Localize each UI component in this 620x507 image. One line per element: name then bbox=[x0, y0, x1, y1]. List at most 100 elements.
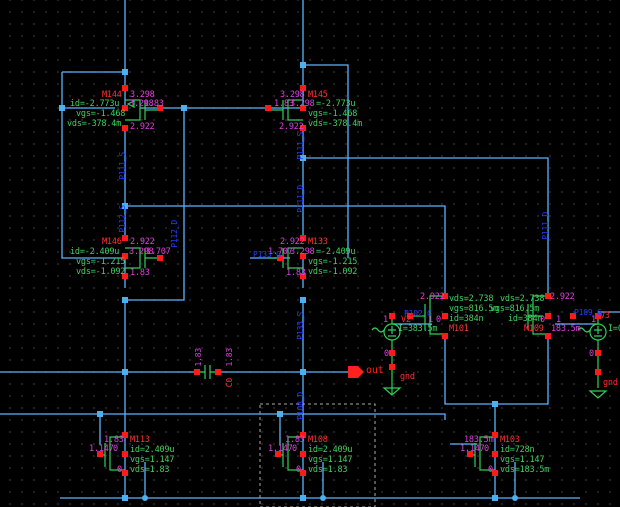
op-point-vds: vds=1.83 bbox=[308, 465, 348, 475]
op-point-vds: vds=1.83 bbox=[130, 465, 170, 475]
node-voltage: 1.147 bbox=[268, 444, 293, 454]
node-voltage: 183.5m bbox=[551, 324, 581, 334]
wire-bias-rail[interactable] bbox=[0, 413, 446, 445]
node-voltage: 0 bbox=[488, 465, 493, 475]
node-voltage: 0 bbox=[436, 315, 441, 325]
op-point-vgs: vgs=-1.215 bbox=[76, 257, 126, 267]
node-voltage: 2.922 bbox=[550, 292, 575, 302]
op-point-vds: vds=-1.092 bbox=[308, 267, 358, 277]
net-label[interactable]: P111_D bbox=[541, 212, 550, 240]
nmos-M109[interactable] bbox=[527, 295, 548, 335]
wire-gate-bias[interactable] bbox=[62, 107, 303, 301]
op-point-vgs: vgs=1.147 bbox=[500, 455, 545, 465]
op-point-vgs: vgs=816.5m bbox=[490, 304, 540, 314]
node-voltage: 1.83 bbox=[104, 435, 124, 445]
source-current: I=383.5m bbox=[398, 324, 438, 334]
node-voltage: 2.922 bbox=[280, 237, 305, 247]
op-point-vds: vds=-1.092 bbox=[76, 267, 126, 277]
node-voltage: 1.83 bbox=[285, 435, 305, 445]
output-pin-icon[interactable] bbox=[348, 366, 364, 378]
gnd-label: gnd bbox=[603, 378, 618, 388]
cap-voltage-left: 1.83 bbox=[194, 348, 203, 367]
op-point-id: id=384n bbox=[508, 314, 543, 324]
node-voltage: 1 bbox=[556, 315, 561, 325]
node-voltage: 3.298 bbox=[130, 90, 155, 100]
net-label[interactable]: P112_D bbox=[170, 220, 179, 248]
op-point-id: id=384n bbox=[449, 314, 484, 324]
net-label[interactable]: P133_S bbox=[296, 312, 305, 340]
net-label[interactable]: P111_D bbox=[296, 185, 305, 213]
op-point-vgs: vgs=816.5m bbox=[449, 304, 499, 314]
op-point-id: id=2.409u bbox=[130, 445, 175, 455]
cap-name-C0[interactable]: C0 bbox=[225, 378, 234, 388]
net-label[interactable]: P111_S bbox=[118, 152, 127, 180]
op-point-vds: vds=2.738 bbox=[500, 294, 545, 304]
node-voltage: 0 bbox=[292, 444, 297, 454]
op-point-id: id=728n bbox=[500, 445, 535, 455]
voltage-source-V3[interactable] bbox=[577, 316, 608, 399]
op-point-vds: vds=183.5m bbox=[500, 465, 550, 475]
node-voltage: 1.83 bbox=[144, 99, 164, 109]
node-voltage: 183.5m bbox=[464, 435, 494, 445]
node-voltage: 2.922 bbox=[279, 122, 304, 132]
gnd-label: gnd bbox=[400, 372, 415, 382]
node-voltage: 1.83 bbox=[274, 99, 294, 109]
node-voltage: 1 bbox=[428, 315, 433, 325]
node-voltage: 1.707 bbox=[268, 247, 293, 257]
node-voltage: 1.83 bbox=[130, 268, 150, 278]
net-label[interactable]: P112_S bbox=[118, 205, 127, 233]
ground-icon bbox=[382, 387, 402, 396]
source-name-V2[interactable]: V2 bbox=[401, 315, 411, 325]
node-voltage: 3.298 bbox=[290, 247, 315, 257]
device-pins bbox=[97, 85, 601, 476]
op-point-vds: vds=-378.4m bbox=[67, 119, 122, 129]
source-voltage: 0 bbox=[384, 349, 389, 359]
wire-mid-h[interactable] bbox=[125, 205, 446, 296]
op-point-vgs: vgs=-1.215 bbox=[308, 257, 358, 267]
wire-top-left-loop[interactable] bbox=[61, 71, 125, 259]
node-voltage: 2.922 bbox=[130, 122, 155, 132]
source-voltage: 1 bbox=[383, 315, 388, 325]
net-label[interactable]: P133_G bbox=[253, 250, 281, 259]
output-pin-label[interactable]: out bbox=[366, 365, 384, 376]
node-voltage: 0 bbox=[540, 315, 545, 325]
net-label[interactable]: P108_D bbox=[296, 392, 305, 420]
op-point-vgs: vgs=-1.468 bbox=[308, 109, 358, 119]
instance-name-M108[interactable]: M108 bbox=[308, 435, 328, 445]
source-voltage: 0 bbox=[589, 349, 594, 359]
cap-voltage-right: 1.83 bbox=[225, 348, 234, 367]
ground-icon bbox=[588, 390, 608, 399]
node-voltage: 3.298 bbox=[129, 99, 154, 109]
selection-box bbox=[259, 403, 376, 507]
instance-name-M144[interactable]: M144 bbox=[102, 90, 122, 100]
source-name-V3[interactable]: V3 bbox=[600, 311, 610, 321]
op-point-id: id=2.409u bbox=[308, 445, 353, 455]
source-voltage: 1 bbox=[591, 315, 596, 325]
wire-mid-h2[interactable] bbox=[303, 157, 549, 298]
capacitor-C0[interactable] bbox=[200, 365, 215, 379]
node-voltage: 2.922 bbox=[130, 237, 155, 247]
net-label[interactable]: P111_S bbox=[296, 132, 305, 160]
node-voltage: 0 bbox=[113, 444, 118, 454]
instance-name-M109[interactable]: M109 bbox=[524, 324, 544, 334]
node-voltage: 2.922 bbox=[420, 292, 445, 302]
net-label[interactable]: P109_G bbox=[574, 308, 602, 317]
instance-name-M133[interactable]: M133 bbox=[308, 237, 328, 247]
op-point-vgs: vgs=1.147 bbox=[130, 455, 175, 465]
op-point-vds: vds=-378.4m bbox=[308, 119, 363, 129]
instance-name-M146[interactable]: M146 bbox=[102, 237, 122, 247]
instance-name-M113[interactable]: M113 bbox=[130, 435, 150, 445]
op-point-id: id=-2.773u bbox=[70, 99, 120, 109]
op-point-id: =-2.409u bbox=[316, 247, 356, 257]
wire-diffpair-tail[interactable] bbox=[444, 334, 549, 405]
wire-top-right-loop[interactable] bbox=[303, 64, 349, 258]
instance-name-M101[interactable]: M101 bbox=[449, 324, 469, 334]
node-voltage: 3.298 bbox=[280, 90, 305, 100]
node-voltage: 1.707 bbox=[146, 247, 171, 257]
instance-name-M145[interactable]: M145 bbox=[308, 90, 328, 100]
node-voltage: 3.298 bbox=[290, 99, 315, 109]
instance-name-M103[interactable]: M103 bbox=[500, 435, 520, 445]
net-label[interactable]: P102_G bbox=[404, 309, 432, 318]
